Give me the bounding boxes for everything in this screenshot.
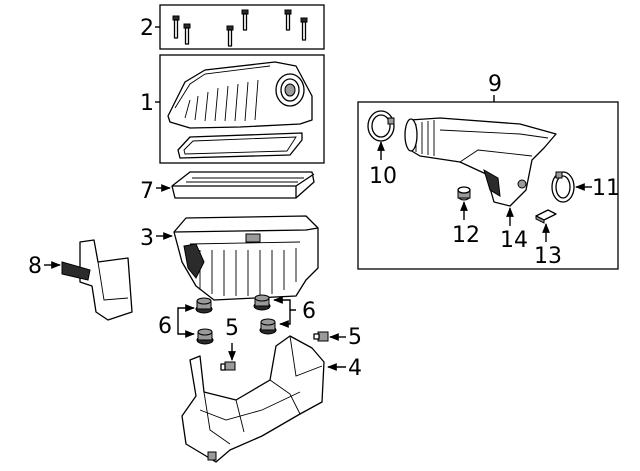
plug-13 [535, 209, 557, 224]
clamp-11 [551, 171, 575, 203]
grommet-12 [457, 186, 471, 201]
callout-7: 7 [140, 179, 154, 204]
callout-5-right: 5 [348, 325, 362, 350]
cover-gasket [177, 132, 303, 159]
air-filter-element [171, 171, 315, 199]
callout-5-left: 5 [225, 316, 239, 341]
clean-air-duct [404, 117, 557, 207]
callout-8: 8 [28, 254, 42, 279]
cover-group-box [159, 54, 325, 164]
callout-9: 9 [488, 72, 502, 97]
mount-bolt-right [313, 331, 329, 342]
callout-14: 14 [500, 228, 528, 253]
support-tray [181, 335, 325, 463]
callout-10: 10 [369, 164, 397, 189]
callout-12: 12 [452, 223, 480, 248]
air-cleaner-housing [173, 215, 319, 301]
bolt-set [172, 9, 308, 47]
inlet-bracket [61, 239, 133, 321]
callout-1: 1 [140, 91, 154, 116]
callout-11: 11 [592, 176, 620, 201]
air-cleaner-cover [167, 61, 313, 129]
callout-13: 13 [534, 244, 562, 269]
callout-6-left: 6 [158, 314, 172, 339]
callout-6-right: 6 [302, 299, 316, 324]
clamp-10 [367, 110, 395, 142]
mount-bolt-left [220, 361, 236, 371]
callout-2: 2 [140, 16, 154, 41]
callout-4: 4 [348, 356, 362, 381]
duct-group-box [357, 101, 619, 270]
grommet-set [195, 294, 277, 345]
callout-3: 3 [140, 226, 154, 251]
